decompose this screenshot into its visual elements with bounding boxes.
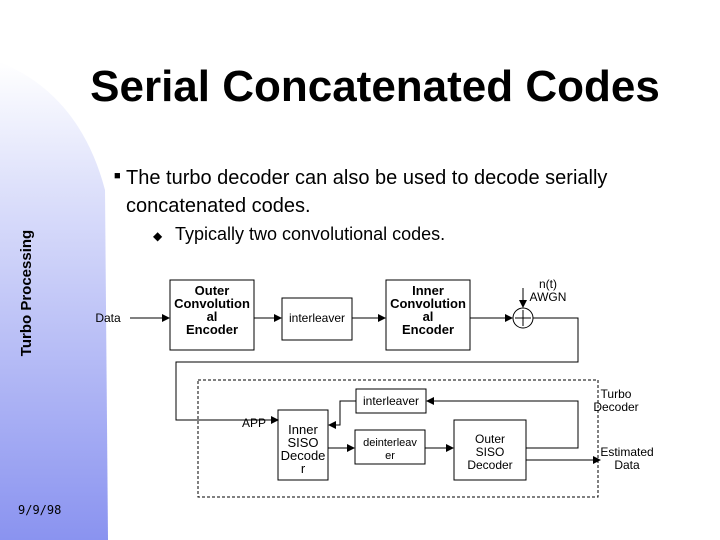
inner-siso-decoder-label: Inner SISO Decode r [280, 422, 326, 476]
estimated-data-label: Estimated Data [600, 445, 654, 472]
interleaver-block [281, 297, 353, 341]
inner-encoder-label: Inner Convolution al Encoder [390, 283, 466, 337]
channel-line [175, 317, 579, 424]
inner-encoder-block [385, 279, 471, 351]
decoder-interleaver-label: interleaver [362, 394, 420, 408]
noise-label: n(t) AWGN [529, 277, 567, 304]
slide-date: 9/9/98 [18, 503, 62, 517]
app-label: APP [241, 416, 266, 430]
bullet-level1-text: The turbo decoder can also be used to de… [126, 167, 608, 217]
deinterleaver-label: deinterleav er [363, 437, 417, 462]
turbo-decoder-label: Turbo Decoder [593, 387, 639, 414]
bullet-level2-text: Typically two convolutional codes. [175, 224, 446, 244]
bullet-square-icon: ■ [114, 170, 121, 182]
outer-encoder-block [169, 279, 255, 351]
outer-siso-decoder-label: Outer SISO Decoder [467, 432, 513, 472]
data-label: Data [95, 311, 121, 325]
interleaver-to-inner-line [328, 400, 356, 429]
turbo-decoder-boundary [197, 379, 599, 498]
feedback-line [426, 397, 579, 449]
inner-siso-decoder-block [277, 409, 329, 481]
deinterleaver-block [354, 429, 426, 465]
bullet-diamond-icon: ◆ [153, 229, 163, 243]
outer-siso-decoder-block [453, 419, 527, 481]
outer-encoder-label: Outer Convolution al Encoder [174, 283, 250, 337]
slide-title: Serial Concatenated Codes [90, 62, 660, 111]
interleaver-label: interleaver [288, 311, 346, 325]
